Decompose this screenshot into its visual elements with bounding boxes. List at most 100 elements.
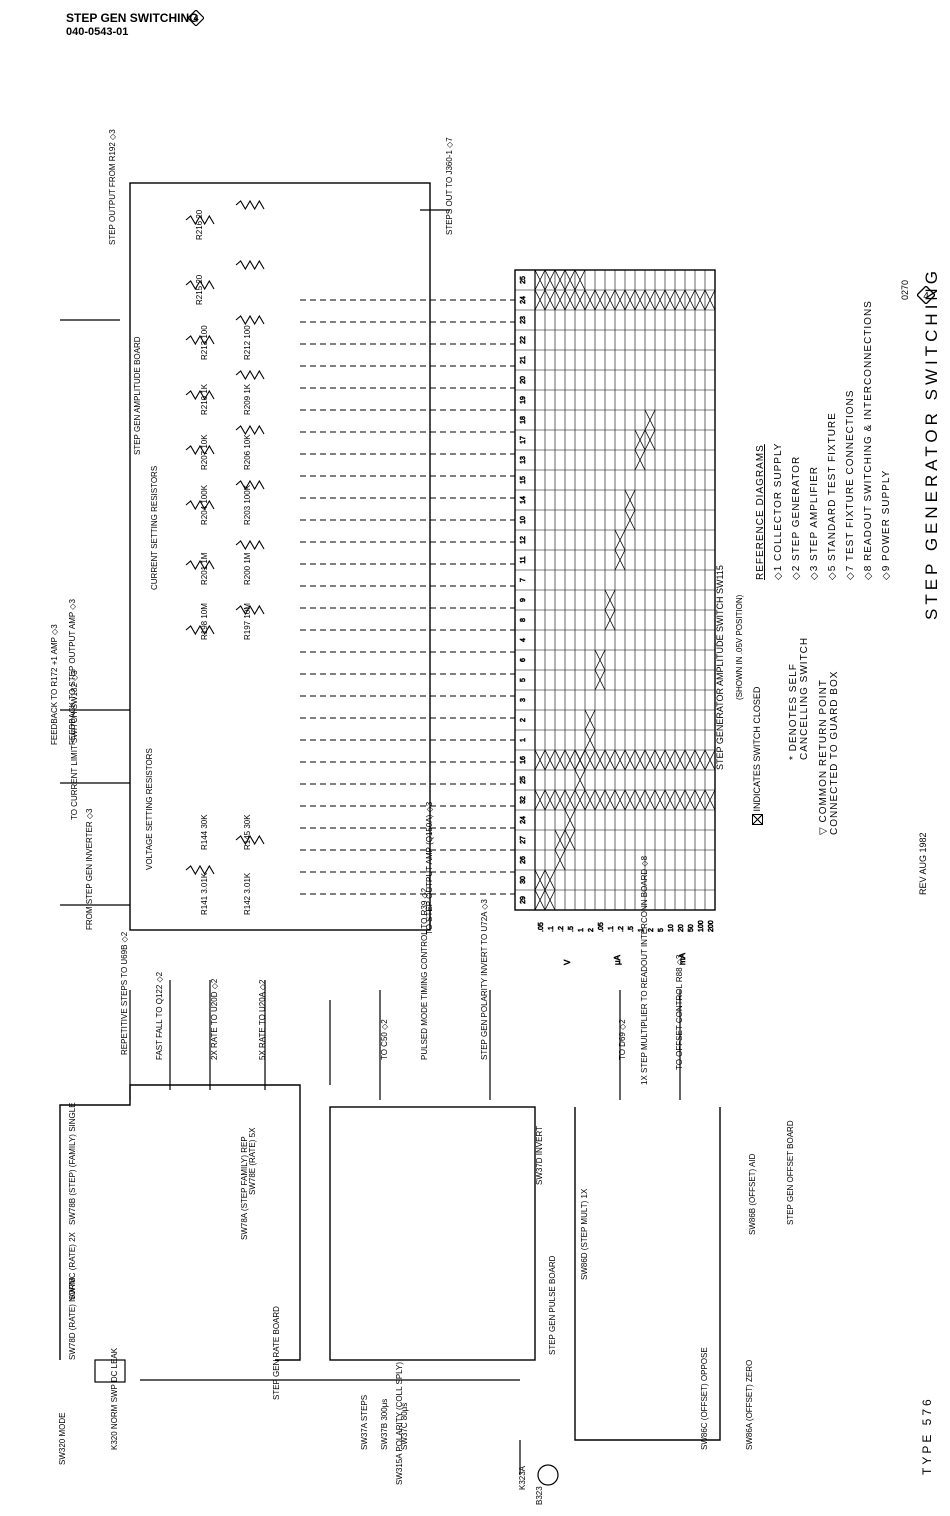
resistor-label: R142 3.01K — [243, 872, 252, 915]
closed-switch-mark — [664, 749, 676, 771]
closed-switch-mark — [554, 849, 566, 871]
closed-switch-mark — [574, 769, 586, 791]
closed-switch-mark — [624, 789, 636, 811]
resistor-label: R209 1K — [243, 383, 252, 415]
closed-switch-mark — [634, 789, 646, 811]
svg-text:4: 4 — [923, 291, 929, 302]
closed-switch-mark — [634, 289, 646, 311]
grid-row-label: 100 — [698, 920, 705, 932]
part-number: 040-0543-01 — [66, 26, 129, 38]
closed-switch-mark — [604, 789, 616, 811]
grid-row-label: 2 — [648, 928, 655, 932]
resistor-symbol — [235, 479, 265, 491]
grid-column-number: 2 — [520, 718, 527, 722]
resistor-symbol — [235, 834, 265, 846]
signal-label: TO STEP OUTPUT AMP (Q150A) ◇3 — [425, 801, 434, 935]
closed-switch-mark — [534, 269, 546, 291]
grid-column-number: 8 — [520, 618, 527, 622]
closed-switch-mark — [584, 749, 596, 771]
grid-column-number: 13 — [520, 456, 527, 464]
closed-switch-mark — [574, 269, 586, 291]
grid-row-label: 1 — [578, 928, 585, 932]
closed-switch-mark — [564, 289, 576, 311]
resistor-symbol — [185, 389, 215, 401]
closed-switch-mark — [684, 289, 696, 311]
closed-switch-mark — [564, 809, 576, 831]
grid-row-label: .5 — [628, 926, 635, 932]
resistor-symbol — [185, 279, 215, 291]
closed-switch-mark — [614, 289, 626, 311]
closed-switch-mark — [614, 529, 626, 551]
grid-column-number: 25 — [520, 276, 527, 284]
resistor-symbol — [185, 499, 215, 511]
closed-switch-mark — [634, 429, 646, 451]
grid-column-number: 19 — [520, 396, 527, 404]
resistor-label: R206 10K — [243, 434, 252, 470]
current-setting-label: CURRENT SETTING RESISTORS — [150, 465, 159, 590]
grid-row-label: 200 — [708, 920, 715, 932]
reference-item: ◇1 COLLECTOR SUPPLY — [773, 442, 784, 580]
signal-label: STEP OUTPUT FROM R192 ◇3 — [108, 129, 117, 245]
grid-column-number: 24 — [520, 816, 527, 824]
resistor-symbol — [235, 369, 265, 381]
grid-row-label: .5 — [568, 926, 575, 932]
grid-column-number: 17 — [520, 436, 527, 444]
signal-label: 2X RATE TO U20D ◇2 — [210, 978, 219, 1060]
sheet-title: STEP GEN SWITCHING — [66, 11, 199, 25]
closed-switch-mark — [574, 749, 586, 771]
grid-column-number: 24 — [520, 296, 527, 304]
closed-switch-mark — [644, 429, 656, 451]
closed-switch-mark — [654, 289, 666, 311]
grid-column-number: 15 — [520, 476, 527, 484]
switch-label: SW86D (STEP MULT) 1X — [580, 1188, 589, 1280]
pulse-board-label: STEP GEN PULSE BOARD — [548, 1255, 557, 1355]
switch-label: K323A — [518, 1465, 527, 1490]
switch-label: SW320 MODE — [58, 1412, 67, 1465]
grid-column-number: 9 — [520, 598, 527, 602]
legend-common-return: ▽ COMMON RETURN POINT CONNECTED TO GUARD… — [818, 670, 840, 835]
closed-switch-mark — [594, 669, 606, 691]
closed-switch-mark — [674, 749, 686, 771]
closed-switch-mark — [624, 289, 636, 311]
resistor-label: R210 1K — [200, 383, 209, 415]
resistor-symbol — [185, 214, 215, 226]
revision-date: REV AUG 1982 — [918, 832, 928, 895]
grid-unit-label: μA — [613, 954, 622, 965]
signal-label: FROM STEP GEN INVERTER ◇3 — [85, 808, 94, 930]
resistor-symbol — [235, 199, 265, 211]
grid-column-number: 16 — [520, 756, 527, 764]
closed-switch-mark — [664, 789, 676, 811]
sw115-note: (SHOWN IN .05V POSITION) — [735, 594, 744, 700]
closed-switch-mark — [574, 289, 586, 311]
closed-switch-mark — [614, 749, 626, 771]
resistor-label: R141 3.01K — [200, 872, 209, 915]
closed-switch-mark — [614, 789, 626, 811]
grid-column-number: 12 — [520, 536, 527, 544]
reference-item: ◇3 STEP AMPLIFIER — [809, 466, 820, 580]
closed-switch-mark — [674, 789, 686, 811]
reference-diagrams: REFERENCE DIAGRAMS ◇1 COLLECTOR SUPPLY◇2… — [752, 300, 896, 580]
grid-row-label: 20 — [678, 924, 685, 932]
closed-switch-mark — [594, 289, 606, 311]
reference-item: ◇9 POWER SUPPLY — [881, 469, 892, 580]
grid-column-number: 25 — [520, 776, 527, 784]
resistor-symbol — [235, 604, 265, 616]
resistor-symbol — [235, 424, 265, 436]
grid-row-label: 50 — [688, 924, 695, 932]
closed-switch-mark — [544, 269, 556, 291]
resistor-symbol — [185, 559, 215, 571]
closed-switch-mark — [664, 289, 676, 311]
sw115-label: STEP GENERATOR AMPLITUDE SWITCH SW115 — [715, 565, 725, 770]
legend-self-cancelling: * DENOTES SELF CANCELLING SWITCH — [788, 636, 810, 760]
resistor-label: R200 1M — [243, 552, 252, 585]
grid-unit-label: V — [563, 959, 572, 965]
grid-row-label: .1 — [608, 926, 615, 932]
voltage-setting-label: VOLTAGE SETTING RESISTORS — [145, 748, 154, 870]
switch-label: SW86C (OFFSET) OPPOSE — [700, 1347, 709, 1450]
resistor-label: R204 100K — [200, 484, 209, 525]
closed-switch-mark — [544, 289, 556, 311]
closed-switch-mark — [704, 289, 716, 311]
closed-switch-mark — [544, 789, 556, 811]
closed-switch-mark — [644, 789, 656, 811]
